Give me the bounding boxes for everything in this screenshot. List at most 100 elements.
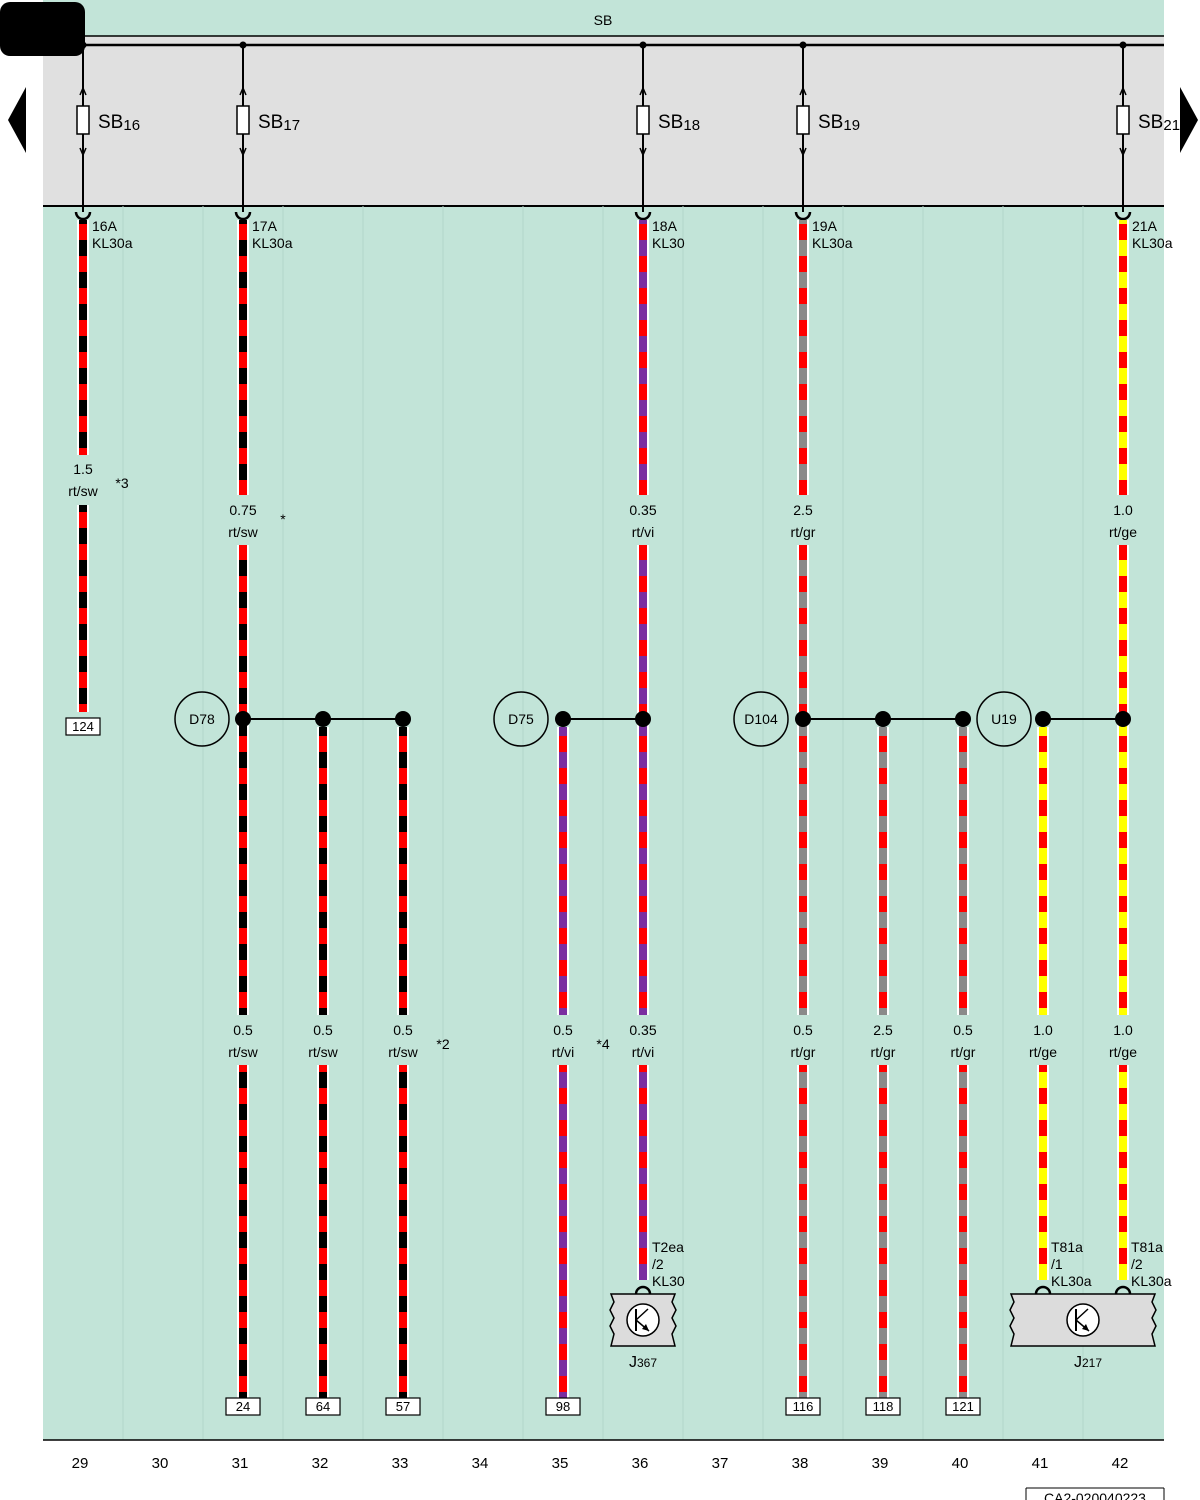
fuse-label: SB18 (658, 112, 700, 134)
junction-d75: D75 (493, 691, 643, 747)
svg-text:rt/gr: rt/gr (951, 1044, 976, 1060)
svg-text:*3: *3 (115, 475, 128, 491)
svg-text:21A: 21A (1132, 218, 1158, 234)
svg-text:0.35: 0.35 (629, 502, 656, 518)
wire-label: 0.35 rt/vi (629, 502, 656, 540)
component-label: J217 (1074, 1354, 1102, 1371)
svg-text:KL30a: KL30a (252, 235, 293, 251)
svg-text:T2ea: T2ea (652, 1239, 684, 1255)
svg-text:/1: /1 (1051, 1256, 1063, 1272)
wire-label: 2.5 rt/gr (791, 502, 816, 540)
wire-segment (237, 545, 249, 1015)
wire-segment (637, 220, 649, 495)
wire-label: 1.5 rt/sw *3 (68, 461, 129, 499)
wire-segment (397, 1065, 409, 1398)
wire-segment (557, 1065, 569, 1398)
wire-label: 1.0 rt/ge (1029, 1022, 1057, 1060)
column-number: 29 (72, 1455, 89, 1472)
junction-dot (395, 711, 411, 727)
svg-text:0.75: 0.75 (229, 502, 256, 518)
wire-label: 0.5 rt/gr (951, 1022, 976, 1060)
column-number: 32 (312, 1455, 329, 1472)
fuse-label: SB16 (98, 112, 140, 134)
svg-text:2.5: 2.5 (873, 1022, 893, 1038)
svg-text:121: 121 (952, 1399, 974, 1414)
wire-label: 0.5 rt/sw (308, 1022, 338, 1060)
svg-text:0.5: 0.5 (313, 1022, 333, 1038)
svg-text:0.5: 0.5 (793, 1022, 813, 1038)
svg-text:rt/ge: rt/ge (1109, 1044, 1137, 1060)
connector-label: T81a /2 KL30a (1131, 1239, 1172, 1289)
wire-segment (1117, 545, 1129, 1015)
connector-label: T81a /1 KL30a (1051, 1239, 1092, 1289)
svg-text:rt/vi: rt/vi (632, 1044, 655, 1060)
junction-dot (875, 711, 891, 727)
svg-text:KL30a: KL30a (1131, 1273, 1172, 1289)
wire-segment (957, 1065, 969, 1398)
svg-text:/2: /2 (652, 1256, 664, 1272)
junction-label: D104 (744, 711, 778, 727)
wire-segment (877, 1065, 889, 1398)
wire-label: 1.0 rt/ge (1109, 1022, 1137, 1060)
wire-label: 0.5 rt/sw (228, 1022, 258, 1060)
reference-box[interactable]: 116 (785, 1397, 821, 1416)
svg-text:rt/ge: rt/ge (1029, 1044, 1057, 1060)
reference-box[interactable]: 57 (385, 1397, 421, 1416)
svg-text:1.0: 1.0 (1113, 1022, 1133, 1038)
wire-group (77, 220, 1129, 1398)
svg-text:KL30a: KL30a (1051, 1273, 1092, 1289)
fuse-label: SB17 (258, 112, 300, 134)
junction-dot (315, 711, 331, 727)
reference-box[interactable]: 121 (945, 1397, 981, 1416)
next-page-arrow-icon[interactable] (1180, 87, 1198, 153)
junction-label: U19 (991, 711, 1017, 727)
svg-text:1.5: 1.5 (73, 461, 93, 477)
svg-text:118: 118 (873, 1399, 894, 1414)
svg-text:2.5: 2.5 (793, 502, 813, 518)
fuse-box-area (43, 36, 1164, 206)
svg-text:rt/ge: rt/ge (1109, 524, 1137, 540)
svg-text:rt/vi: rt/vi (552, 1044, 575, 1060)
svg-text:116: 116 (793, 1399, 814, 1414)
junction-dot (555, 711, 571, 727)
column-number: 37 (712, 1455, 729, 1472)
svg-text:KL30a: KL30a (812, 235, 853, 251)
svg-text:*4: *4 (596, 1036, 609, 1052)
wire-segment (637, 545, 649, 1015)
reference-box[interactable]: 98 (545, 1397, 581, 1416)
connector-label: T2ea /2 KL30 (652, 1239, 685, 1289)
reference-box[interactable]: 64 (305, 1397, 341, 1416)
junction-dot (235, 711, 251, 727)
svg-text:KL30: KL30 (652, 235, 685, 251)
prev-page-arrow-icon[interactable] (8, 87, 26, 153)
fuse-label: SB21 (1138, 112, 1180, 134)
wire-segment (1117, 220, 1129, 495)
wire-segment (957, 727, 969, 1015)
svg-text:rt/gr: rt/gr (791, 1044, 816, 1060)
wire-label: 0.5 rt/sw *2 (388, 1022, 450, 1060)
svg-text:rt/gr: rt/gr (871, 1044, 896, 1060)
reference-box[interactable]: 124 (65, 717, 101, 736)
column-number: 35 (552, 1455, 569, 1472)
transistor-icon (1066, 1303, 1100, 1337)
wire-segment (317, 1065, 329, 1398)
wire-label: 0.5 rt/gr (791, 1022, 816, 1060)
svg-text:0.5: 0.5 (553, 1022, 573, 1038)
reference-box[interactable]: 24 (225, 1397, 261, 1416)
svg-text:0.35: 0.35 (629, 1022, 656, 1038)
component-j217[interactable]: J217 (1009, 1293, 1157, 1371)
wire-segment (877, 727, 889, 1015)
junction-dot (795, 711, 811, 727)
reference-box[interactable]: 118 (865, 1397, 901, 1416)
component-j367[interactable]: J367 (609, 1293, 677, 1371)
svg-text:rt/sw: rt/sw (228, 1044, 258, 1060)
svg-text:1.0: 1.0 (1033, 1022, 1053, 1038)
